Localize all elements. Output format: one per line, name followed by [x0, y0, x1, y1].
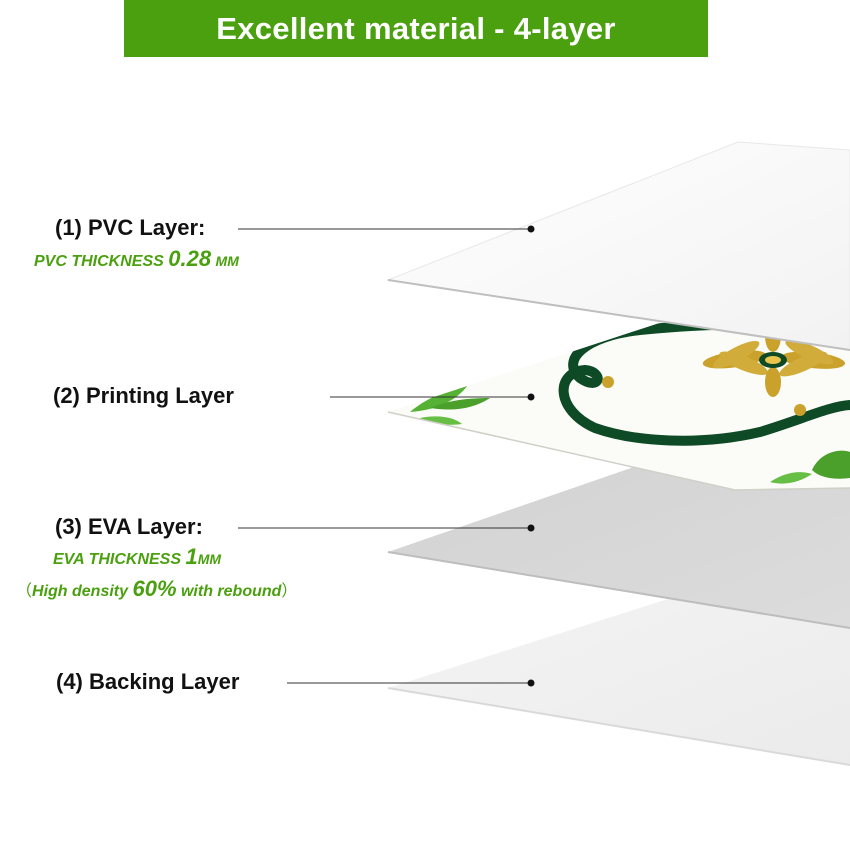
leader-dot-icon [527, 225, 535, 233]
eva-density-value: 60% [132, 576, 177, 601]
pvc-thickness-spec: PVC THICKNESS 0.28 MM [34, 246, 239, 272]
leader-dot-icon [527, 524, 535, 532]
backing-layer-sheet [387, 592, 850, 766]
pvc-thickness-unit: MM [215, 253, 239, 269]
eva-thickness-spec: EVA THICKNESS 1MM [53, 544, 221, 570]
pvc-thickness-prefix: PVC THICKNESS [34, 253, 164, 270]
printing-leader-line [330, 393, 535, 401]
eva-density-note: （High density 60% with rebound） [16, 576, 297, 602]
leader-dot-icon [527, 393, 535, 401]
gold-dot-icon [602, 376, 614, 388]
printing-layer-label: (2) Printing Layer [53, 383, 234, 408]
eva-density-prefix: High density [32, 583, 129, 600]
eva-thickness-prefix: EVA THICKNESS [53, 551, 182, 568]
banner-title: Excellent material - 4-layer [216, 10, 616, 46]
eva-density-suffix: with rebound [180, 583, 282, 600]
eva-leader-line [238, 524, 535, 532]
green-leaves-icon [770, 450, 850, 484]
pvc-thickness-value: 0.28 [168, 246, 212, 271]
backing-leader-line [287, 679, 535, 687]
note-close-paren: ） [281, 583, 298, 600]
gold-dot-icon [794, 404, 806, 416]
eva-thickness-value: 1 [185, 544, 198, 569]
eva-layer-sheet [387, 458, 850, 629]
eva-thickness-unit: MM [197, 551, 222, 567]
title-banner: Excellent material - 4-layer [124, 0, 708, 57]
eva-layer-label: (3) EVA Layer: [55, 514, 203, 539]
pvc-layer-label: (1) PVC Layer: [55, 215, 206, 240]
pvc-layer-sheet [386, 141, 850, 351]
note-open-paren: （ [16, 583, 33, 600]
leader-dot-icon [527, 679, 535, 687]
backing-layer-label: (4) Backing Layer [56, 669, 240, 694]
pvc-leader-line [238, 225, 535, 233]
